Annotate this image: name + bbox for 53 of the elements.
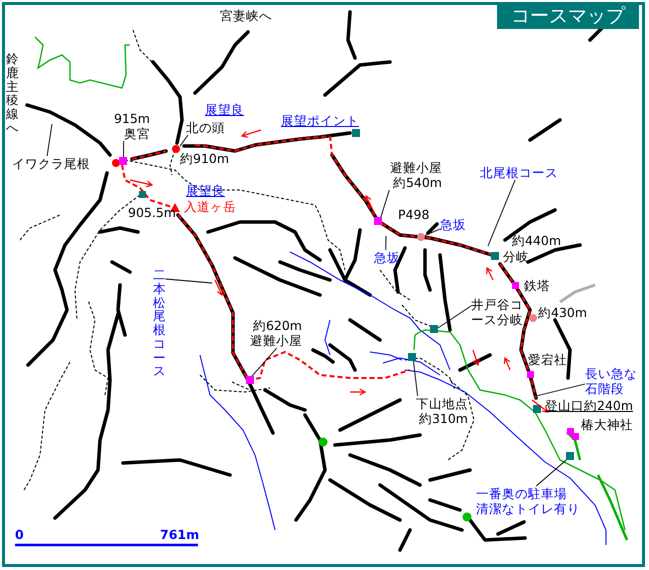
map-label: P498 [398, 207, 430, 222]
leader-line [46, 124, 52, 156]
waypoint-marker [408, 353, 416, 361]
map-label: 905.5m [128, 205, 176, 220]
map-label: 宮妻峡へ [220, 8, 272, 23]
leader-line [536, 384, 586, 396]
leader-line [252, 348, 278, 376]
map-label: 鉄塔 [524, 278, 550, 293]
map-label: 約440m [512, 233, 562, 248]
place-label: 下山地点 約310m [396, 396, 468, 426]
place-label: 急坂 [374, 250, 400, 265]
map-label: 入道ヶ岳 [184, 199, 236, 214]
map-label: 登山口約240m [545, 398, 634, 413]
map-label: 0 [15, 527, 24, 542]
place-label: 避難小屋 約540m [380, 160, 442, 190]
leader-line [488, 180, 516, 246]
map-label: 約910m [180, 151, 230, 166]
leader-line [413, 360, 418, 396]
map-label: 761m [160, 527, 200, 542]
place-label: イワクラ尾根 [12, 156, 90, 171]
summit-dot [172, 145, 180, 153]
leader-line [424, 228, 440, 236]
map-label: 展望ポイント [281, 113, 359, 128]
waypoint-marker [430, 325, 438, 333]
map-label: 展望良 [205, 102, 244, 117]
vertical-direction-label: 鈴鹿主稜線へ [6, 52, 18, 134]
leader-line [385, 236, 386, 250]
leader-line [380, 190, 390, 218]
place-label: 約620m 避難小屋 [246, 318, 302, 348]
leader-line [123, 140, 124, 158]
leader-line [165, 278, 212, 284]
place-label: 長い急な石階段 [585, 366, 639, 396]
waypoint-marker [246, 376, 254, 384]
map-label: 展望良 [186, 183, 225, 198]
place-label: 急坂 [440, 217, 466, 232]
leader-line [438, 306, 472, 328]
leader-line [180, 134, 188, 147]
waypoint-marker [119, 157, 127, 165]
place-label: 915m 奥宮 [106, 111, 150, 141]
place-label: 北尾根コース [480, 165, 558, 180]
waypoint-marker [566, 452, 574, 460]
place-label: 北の頭 [186, 120, 225, 135]
leader-line [536, 460, 567, 486]
waypoint-marker [374, 217, 382, 225]
summit-dot [417, 233, 425, 241]
map-label: 椿大神社 [581, 417, 633, 432]
map-label: 分岐 [503, 249, 529, 264]
place-label: 井戸谷コース分岐 [471, 297, 525, 327]
vertical-route-label: 二本松尾根コース [153, 268, 166, 378]
place-label: 一番奥の駐車場 清潔なトイレ有り [476, 486, 580, 516]
map-label: 約430m [538, 305, 588, 320]
map-label: 愛宕社 [528, 352, 567, 367]
map-title: コースマップ [497, 3, 639, 29]
